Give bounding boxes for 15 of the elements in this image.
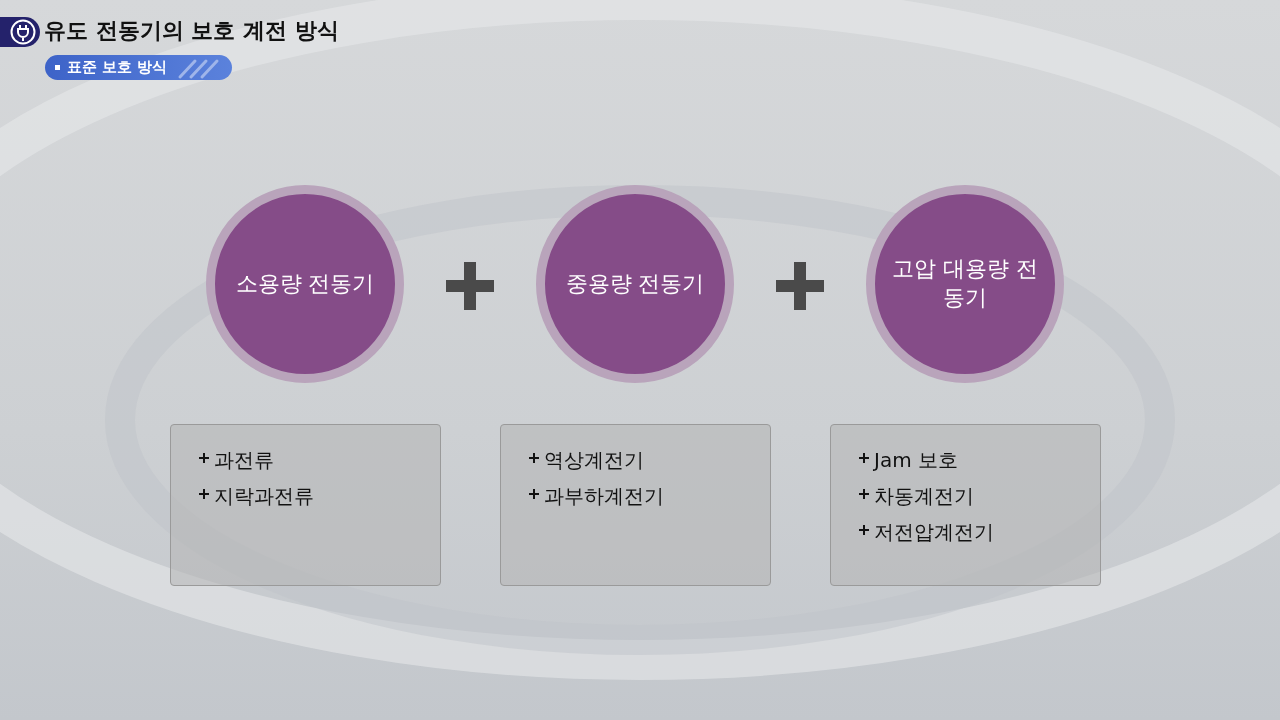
- circle-label: 고압 대용량 전동기: [891, 255, 1039, 312]
- list-item: 역상계전기: [544, 447, 644, 474]
- item-card: [500, 424, 771, 586]
- circle-label: 소용량 전동기: [234, 269, 376, 298]
- list-item: Jam 보호: [874, 447, 958, 474]
- list-item: 과전류: [214, 447, 274, 474]
- item-card: [830, 424, 1101, 586]
- item-card: [170, 424, 441, 586]
- list-item: 지락과전류: [214, 483, 314, 510]
- list-item: 과부하계전기: [544, 483, 664, 510]
- subtitle-pill: 표준 보호 방식: [45, 55, 232, 80]
- slide-title: 유도 전동기의 보호 계전 방식: [44, 17, 339, 45]
- list-item: 저전압계전기: [874, 519, 994, 546]
- list-item: 차동계전기: [874, 483, 974, 510]
- circle-label: 중용량 전동기: [564, 269, 706, 298]
